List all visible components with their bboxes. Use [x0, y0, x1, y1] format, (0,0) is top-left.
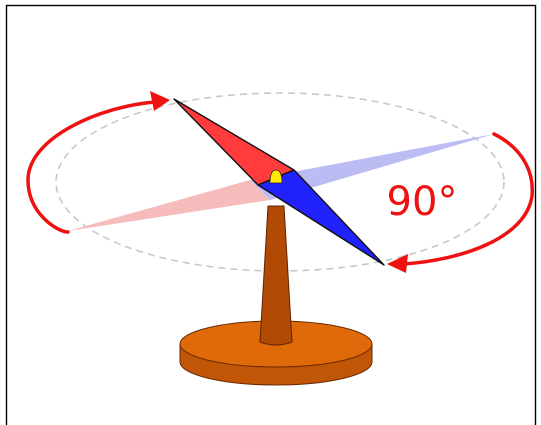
right-arrowhead	[387, 254, 408, 273]
compass-needle	[173, 98, 385, 266]
rotation-arrows	[26, 91, 535, 273]
ghost-needle-red-half	[68, 180, 270, 231]
ghost-needle-blue-half	[250, 134, 494, 200]
rotation-angle-label: 90°	[387, 179, 458, 225]
right-rotation-arc	[402, 132, 535, 266]
left-arrowhead	[150, 91, 170, 111]
ghost-needle	[68, 134, 494, 231]
left-rotation-arc	[26, 100, 158, 234]
pivot-cap	[269, 169, 283, 184]
stand-post	[259, 205, 293, 346]
